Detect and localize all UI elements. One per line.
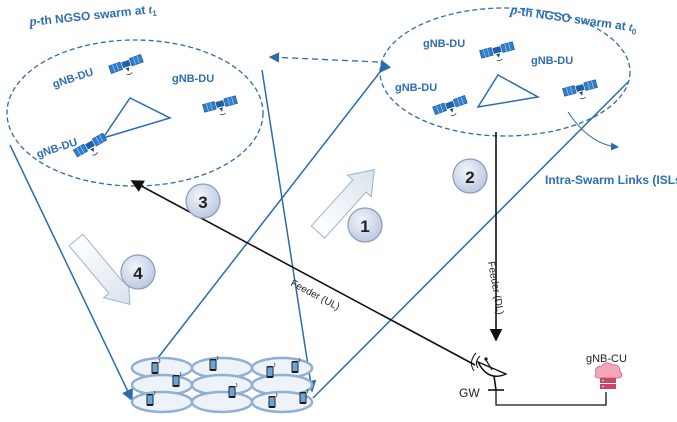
satellite-icon bbox=[432, 94, 471, 122]
swarm-t1-title: p-th NGSO swarm at t1 bbox=[28, 2, 158, 31]
gnb-du-label: gNB-DU bbox=[423, 38, 465, 50]
gateway-dish-icon bbox=[470, 352, 508, 391]
gnb-du-label: gNB-DU bbox=[395, 82, 437, 94]
step-badge-1: 1 bbox=[347, 207, 383, 243]
gw-label: GW bbox=[459, 386, 480, 400]
step-badge-4: 4 bbox=[120, 254, 156, 290]
swarm-movement-arrow bbox=[268, 52, 379, 63]
svg-text:2: 2 bbox=[465, 168, 474, 187]
svg-text:1: 1 bbox=[360, 217, 369, 236]
ground-cells bbox=[130, 356, 314, 414]
beam-line bbox=[149, 60, 392, 369]
server-cloud-icon bbox=[594, 362, 623, 389]
swarm-t1-triangle bbox=[101, 97, 173, 140]
satellite-icon bbox=[202, 95, 240, 120]
gnb-du-label: gNB-DU bbox=[51, 66, 95, 90]
gnb-du-label: gNB-DU bbox=[531, 55, 573, 67]
isl-label: Intra-Swarm Links (ISLs) bbox=[545, 173, 677, 187]
gnb-cu-label: gNB-CU bbox=[586, 353, 627, 365]
swarm-t0-title: p-th NGSO swarm at t0 bbox=[508, 3, 638, 37]
hollow-arrow-up bbox=[310, 168, 375, 239]
beam-line bbox=[9, 144, 133, 402]
satellite-icon bbox=[562, 79, 600, 104]
gnb-du-label: gNB-DU bbox=[35, 136, 79, 160]
beam-line bbox=[312, 81, 629, 399]
gw-cu-link bbox=[495, 390, 607, 406]
satellite-icon bbox=[72, 132, 111, 164]
swarm-t0-triangle bbox=[476, 74, 541, 109]
satellite-icon bbox=[479, 41, 517, 66]
svg-text:4: 4 bbox=[133, 264, 143, 283]
gnb-du-label: gNB-DU bbox=[172, 73, 214, 85]
beam-line bbox=[261, 69, 317, 393]
feeder-dl-label: Feeder (DL) bbox=[485, 261, 505, 316]
satellite-icon bbox=[108, 53, 147, 81]
step-badge-2: 2 bbox=[452, 158, 488, 194]
step-badge-3: 3 bbox=[185, 183, 221, 219]
isl-pointer-arrow bbox=[567, 111, 619, 151]
svg-text:3: 3 bbox=[198, 193, 207, 212]
